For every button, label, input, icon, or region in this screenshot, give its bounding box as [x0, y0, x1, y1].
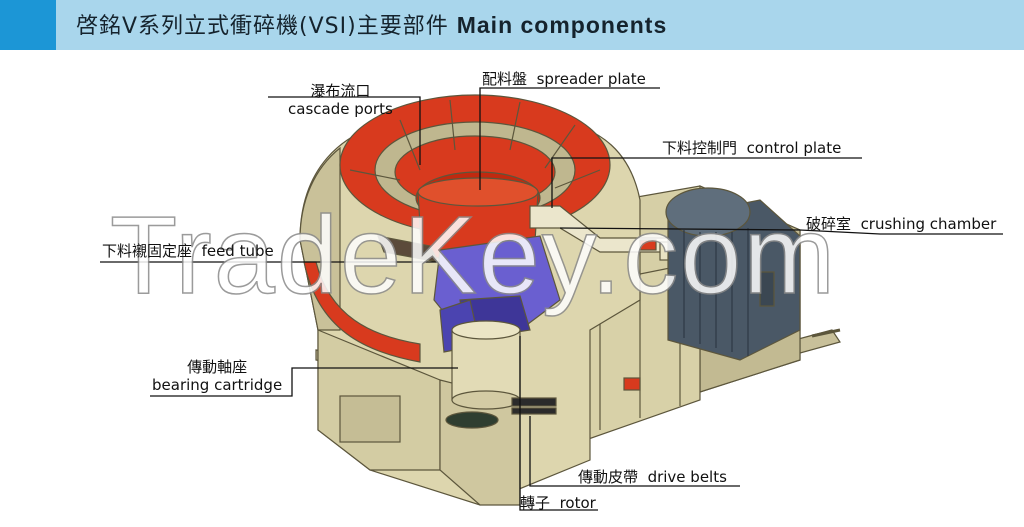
callout-control-plate	[551, 157, 862, 208]
label-bearing-cartridge: 傳動軸座 bearing cartridge	[152, 358, 282, 394]
label-crushing-chamber-cn: 破碎室	[806, 215, 852, 233]
label-rotor-cn: 轉子	[520, 494, 551, 512]
label-control-plate-cn: 下料控制門	[662, 139, 738, 157]
motor-housing	[667, 199, 801, 361]
label-crushing-chamber-en: crushing chamber	[860, 215, 997, 233]
callout-cascade-ports	[268, 96, 421, 165]
label-bearing-cartridge-en: bearing cartridge	[152, 376, 283, 394]
drive-belts-part	[511, 397, 557, 407]
label-rotor: 轉子 rotor	[520, 494, 596, 512]
callout-bearing-cartridge	[150, 367, 458, 397]
title-chinese: 啓銘V系列立式衝碎機(VSI)主要部件	[76, 14, 449, 39]
label-crushing-chamber: 破碎室 crushing chamber	[806, 215, 996, 233]
callout-lines	[100, 87, 1003, 511]
callout-rotor	[519, 336, 598, 511]
callout-spreader-plate	[479, 87, 660, 190]
drive-pulley	[445, 411, 499, 429]
callout-crushing-chamber	[559, 227, 1003, 235]
label-spreader-plate-cn: 配料盤	[482, 70, 528, 88]
label-control-plate-en: control plate	[746, 139, 842, 157]
vsi-crusher-illustration	[100, 87, 1003, 511]
label-drive-belts-cn: 傳動皮帶	[578, 468, 639, 486]
label-spreader-plate-en: spreader plate	[536, 70, 646, 88]
label-bearing-cartridge-cn: 傳動軸座	[187, 358, 248, 376]
label-rotor-en: rotor	[559, 494, 596, 512]
label-cascade-ports: 瀑布流口 cascade ports	[288, 82, 393, 118]
label-spreader-plate: 配料盤 spreader plate	[482, 70, 646, 88]
label-drive-belts-en: drive belts	[647, 468, 727, 486]
label-drive-belts: 傳動皮帶 drive belts	[578, 468, 727, 486]
page-title: 啓銘V系列立式衝碎機(VSI)主要部件 Main components	[76, 9, 667, 41]
label-feed-tube: 下料襯固定座 feed tube	[102, 242, 274, 260]
header-band: 啓銘V系列立式衝碎機(VSI)主要部件 Main components	[0, 0, 1024, 50]
title-english: Main components	[456, 12, 668, 38]
label-feed-tube-en: feed tube	[201, 242, 274, 260]
bearing-cartridge-part	[451, 329, 521, 401]
watermark: TradeKey.com	[109, 193, 838, 318]
outer-ring-band	[303, 261, 421, 363]
label-control-plate: 下料控制門 control plate	[662, 139, 841, 157]
motor-end-cap	[665, 187, 751, 237]
callout-drive-belts	[529, 416, 740, 487]
label-feed-tube-cn: 下料襯固定座	[102, 242, 193, 260]
label-cascade-ports-en: cascade ports	[288, 100, 393, 118]
header-accent-block	[0, 0, 56, 50]
label-cascade-ports-cn: 瀑布流口	[310, 82, 371, 100]
